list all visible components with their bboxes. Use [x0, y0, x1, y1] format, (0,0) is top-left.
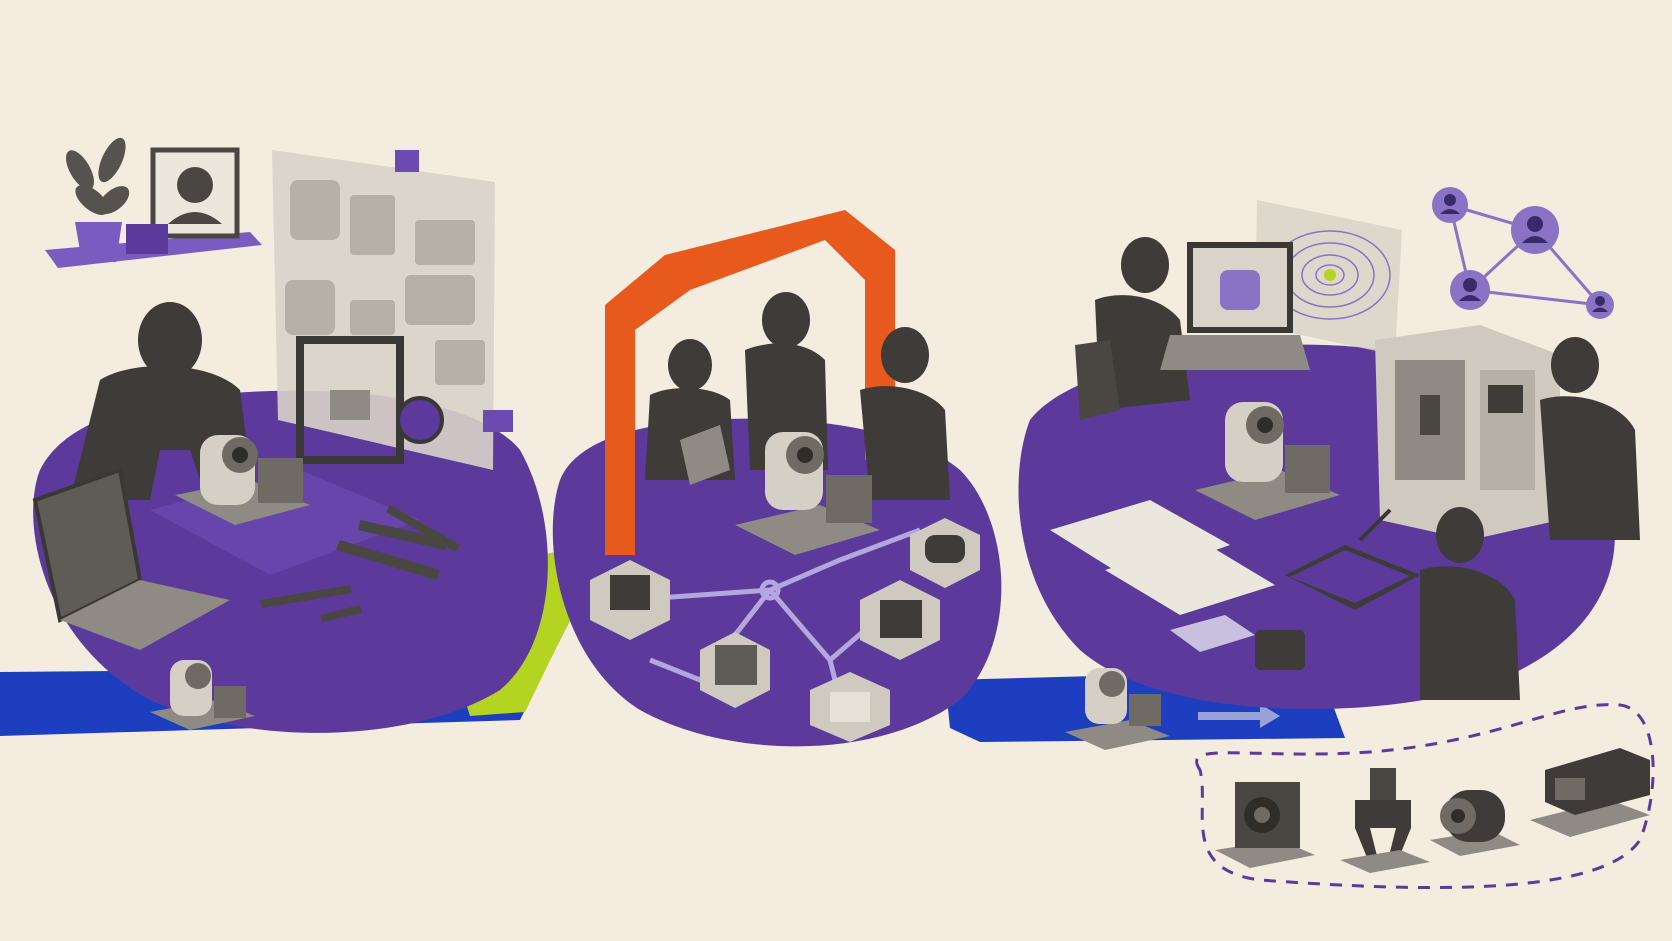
- panel-middle: [552, 210, 1002, 747]
- panel-left: [32, 137, 548, 733]
- cube-module: [1215, 782, 1315, 868]
- module-hexagons: [590, 518, 980, 742]
- linear-actuator-module: [1530, 748, 1650, 837]
- flow-part-left: [150, 660, 255, 730]
- orange-arch: [605, 210, 895, 555]
- output-modules: [1195, 703, 1655, 890]
- mechanical-part-right: [1195, 402, 1340, 520]
- plant-pot: [75, 222, 122, 262]
- laptop-middle: [680, 425, 730, 485]
- poster-parts: [285, 180, 485, 385]
- motor-module: [1430, 790, 1520, 856]
- arrow-right-icon: [1198, 704, 1280, 728]
- small-box: [126, 224, 168, 254]
- power-supply: [1255, 630, 1305, 670]
- laptop-left: [32, 467, 230, 650]
- soldering-iron: [1358, 508, 1392, 542]
- laptop-right: [1160, 242, 1310, 370]
- blueprints: [1050, 500, 1275, 652]
- person-icon: [1432, 187, 1468, 223]
- mechanical-part-left: [175, 435, 310, 525]
- person-icon: [1586, 291, 1614, 319]
- flow-part-right: [1065, 668, 1170, 750]
- tools: [260, 505, 460, 622]
- plant: [66, 137, 130, 215]
- person-cnc: [1540, 337, 1640, 540]
- 3d-printer: [296, 336, 444, 464]
- mechanical-part-middle: [735, 432, 880, 555]
- panel-right: [1018, 187, 1640, 710]
- person-icon: [1450, 270, 1490, 310]
- person-icon: [1511, 206, 1559, 254]
- person-solder: [1420, 507, 1520, 700]
- circuit-board: [1285, 545, 1420, 610]
- person-laptop-right: [1075, 237, 1190, 420]
- cnc-machine: [1375, 325, 1560, 540]
- gripper-module: [1340, 768, 1430, 873]
